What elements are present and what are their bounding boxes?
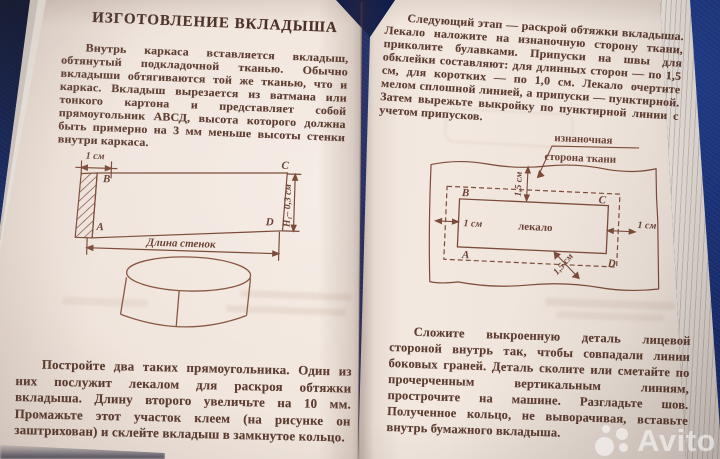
bottom-edge-shadow xyxy=(0,445,165,459)
avito-watermark: Avito xyxy=(593,424,716,457)
corner-c: C xyxy=(281,160,289,172)
avito-logo-icon xyxy=(593,424,631,457)
corner-b: B xyxy=(102,173,111,185)
dim-right-label: 1 см xyxy=(637,220,656,232)
fabric-outline xyxy=(428,160,660,292)
corner-d: D xyxy=(265,216,274,228)
left-paragraph-1: Внутрь каркаса вставляется вкладыш, обтя… xyxy=(57,41,349,149)
callout-line-1: изнаночная xyxy=(554,132,613,147)
insert-rectangle-diagram: 1 см B C A D Н₁– 0,3 см Длина стенок xyxy=(74,151,302,261)
pattern-label: лекало xyxy=(518,221,554,235)
dimension-lines xyxy=(434,145,640,280)
left-page-title: ИЗГОТОВЛЕНИЕ ВКЛАДЫША xyxy=(91,9,339,37)
callout-line-2: сторона ткани xyxy=(544,151,617,166)
dim-label-1cm: 1 см xyxy=(86,151,105,163)
glue-flap-hatched xyxy=(74,172,98,239)
ring-seam-line xyxy=(175,290,180,327)
left-paragraph-2: Постройте два таких прямоугольника. Один… xyxy=(14,356,352,445)
corner-a: A xyxy=(95,221,104,233)
rectangle-outline xyxy=(74,160,302,261)
corner-c: C xyxy=(598,194,607,206)
pattern-rectangle xyxy=(456,198,610,255)
right-paragraph-1: Следующий этап — раскрой обтяжки вкладыш… xyxy=(378,11,685,124)
ring-figure xyxy=(119,256,252,328)
corner-a: A xyxy=(461,249,470,261)
dim-label-height: Н₁– 0,3 см xyxy=(283,184,294,229)
ghost-text-5 xyxy=(555,311,665,322)
dim-left-label: 1 см xyxy=(463,218,482,230)
fabric-cutting-diagram: изнаночная сторона ткани B C A D лекало … xyxy=(428,132,660,292)
dim-top-label: 1,5 см xyxy=(514,171,525,197)
dim-label-wall-length: Длина стенок xyxy=(145,237,216,251)
avito-text: Avito xyxy=(637,423,716,458)
corner-d: D xyxy=(606,258,616,270)
corner-b: B xyxy=(461,187,470,199)
